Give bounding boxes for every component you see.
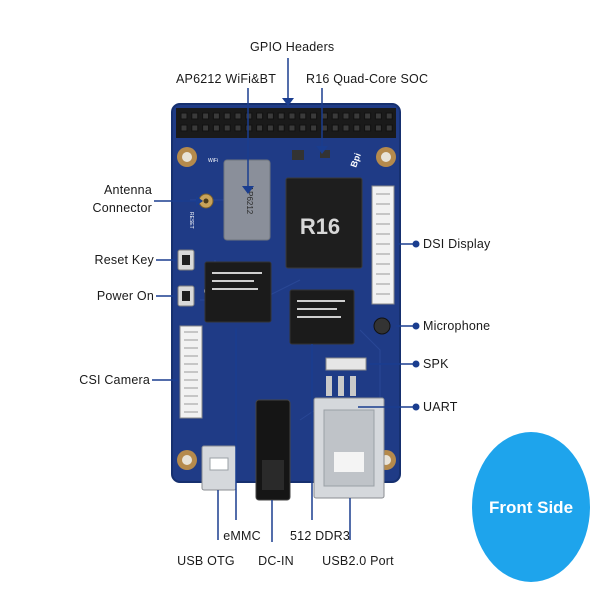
gpio-pin bbox=[342, 124, 350, 132]
ddr3-print bbox=[297, 300, 345, 318]
callout-power-on: Power On bbox=[96, 289, 154, 303]
callout-spk: SPK bbox=[423, 357, 449, 371]
gpio-pin bbox=[234, 112, 242, 120]
callout-microphone: Microphone bbox=[423, 319, 491, 333]
wifi-silk: WiFi bbox=[208, 158, 218, 164]
gpio-pin bbox=[191, 124, 199, 132]
gpio-pin bbox=[374, 124, 382, 132]
gpio-pin bbox=[266, 124, 274, 132]
gpio-pin bbox=[191, 112, 199, 120]
callout-reset-key: Reset Key bbox=[94, 253, 154, 267]
callout-markers bbox=[196, 98, 420, 411]
callout-usb20-port: USB2.0 Port bbox=[322, 554, 394, 568]
bpi-logo: Bpi bbox=[348, 152, 362, 169]
soc-chip bbox=[285, 177, 363, 269]
dsi-pins bbox=[376, 193, 390, 295]
soc-marking: R16 bbox=[300, 214, 340, 239]
spk-header bbox=[325, 357, 367, 371]
gpio-pin bbox=[310, 124, 318, 132]
callout-dc-in: DC-IN bbox=[258, 554, 294, 568]
callout-antenna-line2: Connector bbox=[92, 201, 152, 215]
callout-uart: UART bbox=[423, 400, 458, 414]
gpio-pin bbox=[364, 124, 372, 132]
front-side-badge bbox=[472, 432, 590, 582]
callout-gpio-headers: GPIO Headers bbox=[250, 40, 335, 54]
front-side-badge-text: Front Side bbox=[488, 498, 574, 517]
wifi-chip-marking: AP6212 bbox=[245, 186, 254, 215]
callout-dsi-display: DSI Display bbox=[423, 237, 491, 251]
gpio-pin bbox=[245, 112, 253, 120]
gpio-pin bbox=[299, 124, 307, 132]
gpio-pin bbox=[256, 112, 264, 120]
gpio-pin bbox=[223, 124, 231, 132]
gpio-pin bbox=[364, 112, 372, 120]
gpio-pin bbox=[385, 124, 393, 132]
gpio-pin bbox=[288, 124, 296, 132]
gpio-pin bbox=[310, 112, 318, 120]
gpio-pin bbox=[353, 112, 361, 120]
gpio-pin bbox=[223, 112, 231, 120]
microphone-part bbox=[373, 317, 391, 335]
gpio-pin bbox=[374, 112, 382, 120]
gpio-pin bbox=[180, 124, 188, 132]
uart-header bbox=[326, 376, 356, 396]
gpio-pin bbox=[331, 112, 339, 120]
callout-wifi-bt: AP6212 WiFi&BT bbox=[176, 72, 277, 86]
gpio-pin bbox=[288, 112, 296, 120]
gpio-pin bbox=[342, 112, 350, 120]
gpio-pin bbox=[245, 124, 253, 132]
callout-csi-camera: CSI Camera bbox=[79, 373, 150, 387]
callout-antenna-line1: Antenna bbox=[104, 183, 152, 197]
wifi-module bbox=[223, 159, 271, 241]
callout-lines bbox=[152, 58, 414, 542]
callout-emmc: eMMC bbox=[223, 529, 261, 543]
gpio-pin bbox=[331, 124, 339, 132]
callout-ddr3: 512 DDR3 bbox=[290, 529, 350, 543]
gpio-pin bbox=[299, 112, 307, 120]
gpio-pin bbox=[212, 112, 220, 120]
reset-silk: RESET bbox=[188, 212, 194, 229]
gpio-pins bbox=[180, 112, 393, 132]
gpio-pin bbox=[385, 112, 393, 120]
csi-pins bbox=[184, 331, 198, 413]
emmc-chip bbox=[204, 261, 272, 323]
gpio-pin bbox=[234, 124, 242, 132]
gpio-pin bbox=[180, 112, 188, 120]
gpio-pin bbox=[353, 124, 361, 132]
gpio-pin bbox=[277, 124, 285, 132]
callout-soc: R16 Quad-Core SOC bbox=[306, 72, 429, 86]
callout-usb-otg: USB OTG bbox=[177, 554, 235, 568]
gpio-pin bbox=[266, 112, 274, 120]
gpio-pin bbox=[256, 124, 264, 132]
emmc-print bbox=[212, 272, 262, 290]
gpio-pin bbox=[202, 124, 210, 132]
gpio-pin bbox=[277, 112, 285, 120]
gpio-pin bbox=[202, 112, 210, 120]
gpio-pin bbox=[212, 124, 220, 132]
